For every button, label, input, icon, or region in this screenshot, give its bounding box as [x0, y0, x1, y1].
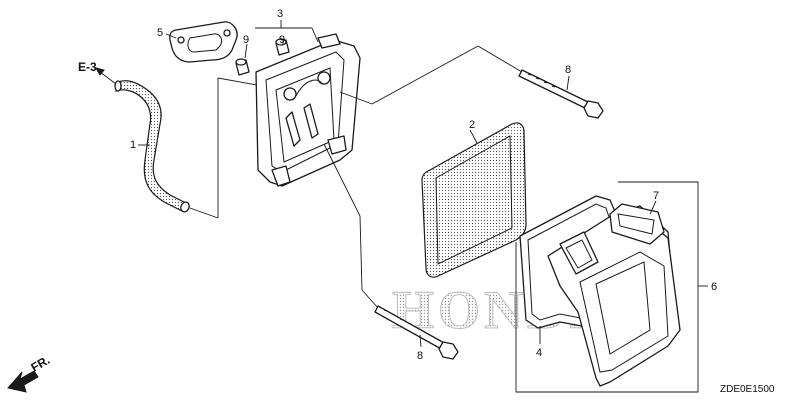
- packing-leader-line: [165, 33, 177, 39]
- packing-plate: [169, 21, 238, 63]
- callout-case: 3: [277, 8, 283, 20]
- collar-left-part: [235, 58, 250, 76]
- hose-leader-line: [189, 207, 219, 219]
- callout-cover-assembly: 6: [711, 281, 717, 293]
- drawing-code: ZDE0E1500: [720, 384, 775, 395]
- bolt-lower-connection-c: [361, 289, 379, 309]
- front-direction-label: FR.: [29, 353, 53, 375]
- case-leader-drop: [311, 27, 319, 43]
- bolt-upper-leader: [566, 75, 570, 91]
- bolt-upper-connection-a: [339, 91, 373, 105]
- reference-arrow-line: [99, 71, 117, 85]
- cover-assembly-bracket: [515, 181, 699, 393]
- hose-connection-line-top: [217, 77, 263, 87]
- element-leader: [469, 129, 478, 144]
- callout-hose: 1: [130, 139, 136, 151]
- callout-bolt-upper: 8: [565, 64, 571, 76]
- air-cleaner-cover: [547, 203, 681, 387]
- air-cleaner-case: [255, 33, 361, 187]
- bolt-upper-connection-b: [371, 45, 479, 105]
- breather-hose: [114, 80, 190, 213]
- bolt-lower-connection-a: [323, 143, 361, 217]
- bolt-lower-leader: [419, 334, 422, 348]
- callout-packing: 5: [157, 27, 163, 39]
- callout-gasket-cover: 4: [536, 347, 542, 359]
- callout-bolt-lower: 8: [417, 350, 423, 362]
- bolt-upper-connection-c: [477, 45, 523, 73]
- front-arrow-icon: [7, 370, 39, 393]
- reference-arrow-head: [94, 67, 105, 76]
- air-filter-element: [421, 122, 527, 278]
- bolt-upper-part: [518, 69, 604, 119]
- callout-element: 2: [469, 119, 475, 131]
- reference-e3-label: E-3: [78, 60, 97, 74]
- callout-collar-left: 9: [243, 34, 249, 46]
- cover-inner-leader: [649, 200, 657, 215]
- callout-cover-inner: 7: [653, 190, 659, 202]
- front-direction-indicator: FR.: [7, 353, 53, 393]
- collar-left-leader: [244, 43, 248, 59]
- bolt-lower-connection-b: [359, 215, 363, 291]
- bolt-lower-part: [374, 305, 459, 360]
- callout-collar-right: 9: [279, 34, 285, 46]
